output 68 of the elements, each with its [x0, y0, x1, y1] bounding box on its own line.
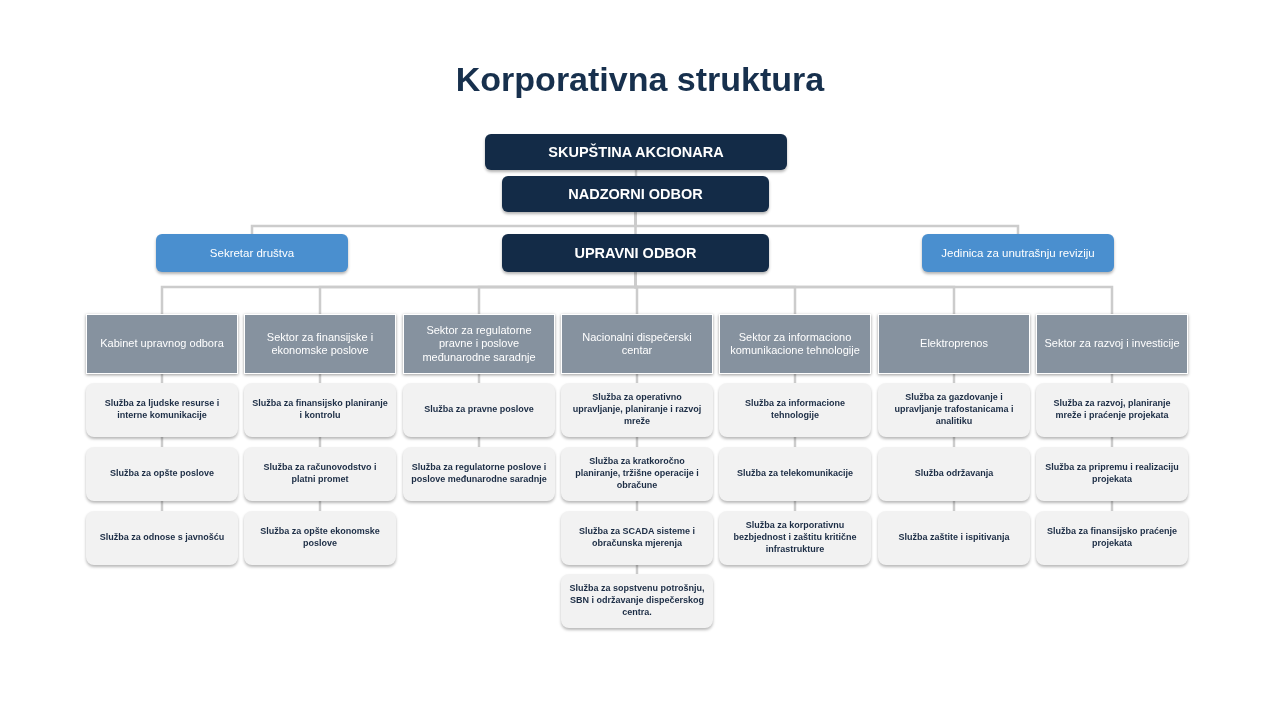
- box-label: Služba za korporativnu bezbjednost i zaštitu kritične infrastrukture: [732, 520, 858, 556]
- box-label: Nacionalni dispečerski centar: [581, 330, 693, 358]
- box-label: Služba za sopstvenu potrošnju, SBN i održavanje dispečerskog centra.: [569, 583, 705, 619]
- service-box: [561, 447, 713, 501]
- box-label: Služba za računovodstvo i platni promet: [262, 462, 378, 486]
- box-label: Sektor za finansijske i ekonomske poslove: [265, 330, 375, 358]
- sector-header: [719, 314, 871, 374]
- service-box: [1036, 383, 1188, 437]
- box-label: UPRAVNI ODBOR: [574, 245, 697, 261]
- box-label: Služba za informacione tehnologije: [744, 398, 846, 422]
- box-label: Kabinet upravnog odbora: [100, 337, 224, 351]
- diagram-title: Korporativna struktura: [455, 60, 825, 98]
- box-label: Sektor za informaciono komunikacione tehnologije: [729, 330, 861, 358]
- box-label: Služba za telekomunikacije: [736, 468, 853, 480]
- board-box: [502, 176, 769, 212]
- box-label: Sektor za razvoj i investicije: [1044, 337, 1180, 351]
- box-label: Služba za opšte ekonomske poslove: [259, 526, 381, 550]
- box-label: Služba za SCADA sisteme i obračunska mjerenja: [577, 526, 697, 550]
- service-box: [878, 447, 1030, 501]
- service-box: [244, 447, 396, 501]
- box-label: Služba za razvoj, planiranje mreže i praćenje projekata: [1052, 398, 1172, 422]
- service-box: [86, 447, 238, 501]
- box-label: Služba za gazdovanje i upravljanje trafostanicama i analitiku: [893, 392, 1015, 428]
- box-label: Služba za finansijsko praćenje projekata: [1045, 526, 1178, 550]
- service-box: [719, 511, 871, 565]
- sector-header: [86, 314, 238, 374]
- service-box: [1036, 447, 1188, 501]
- service-box: [878, 383, 1030, 437]
- box-label: Služba za odnose s javnošću: [99, 532, 225, 544]
- service-box: [244, 383, 396, 437]
- service-box: [878, 511, 1030, 565]
- service-box: [86, 511, 238, 565]
- board-box: [485, 134, 787, 170]
- box-label: Služba za pripremu i realizaciju projekata: [1044, 462, 1180, 486]
- box-label: Služba za regulatorne poslove i poslove međunarodne saradnje: [411, 462, 547, 486]
- box-label: Služba za pravne poslove: [424, 404, 534, 416]
- unit-box: [922, 234, 1114, 272]
- box-label: SKUPŠTINA AKCIONARA: [548, 144, 724, 160]
- box-label: Služba za kratkoročno planiranje, tržišne operacije i obračune: [574, 456, 700, 492]
- service-box: [403, 447, 555, 501]
- box-label: NADZORNI ODBOR: [568, 186, 703, 202]
- box-label: Služba za finansijsko planiranje i kontrolu: [252, 398, 388, 422]
- service-box: [561, 511, 713, 565]
- service-box: [719, 383, 871, 437]
- service-box: [561, 383, 713, 437]
- service-box: [561, 574, 713, 628]
- sector-header: [878, 314, 1030, 374]
- box-label: Služba održavanja: [914, 468, 994, 480]
- box-label: Sekretar društva: [209, 247, 295, 259]
- box-label: Služba za operativno upravljanje, planiranje i razvoj mreže: [571, 392, 703, 428]
- service-box: [244, 511, 396, 565]
- service-box: [719, 447, 871, 501]
- service-box: [86, 383, 238, 437]
- box-label: Služba za opšte poslove: [110, 468, 214, 480]
- sector-header: [403, 314, 555, 374]
- box-label: Elektroprenos: [920, 337, 988, 351]
- sector-header: [1036, 314, 1188, 374]
- unit-box: [156, 234, 348, 272]
- service-box: [403, 383, 555, 437]
- box-label: Jedinica za unutrašnju reviziju: [941, 247, 1095, 259]
- box-label: Služba za ljudske resurse i interne komunikacije: [103, 398, 221, 422]
- service-box: [1036, 511, 1188, 565]
- board-box: [502, 234, 769, 272]
- box-label: Služba zaštite i ispitivanja: [898, 532, 1010, 544]
- sector-header: [561, 314, 713, 374]
- sector-header: [244, 314, 396, 374]
- connector-line: [634, 212, 1020, 234]
- box-label: Sektor za regulatorne pravne i poslove međunarodne saradnje: [421, 324, 537, 364]
